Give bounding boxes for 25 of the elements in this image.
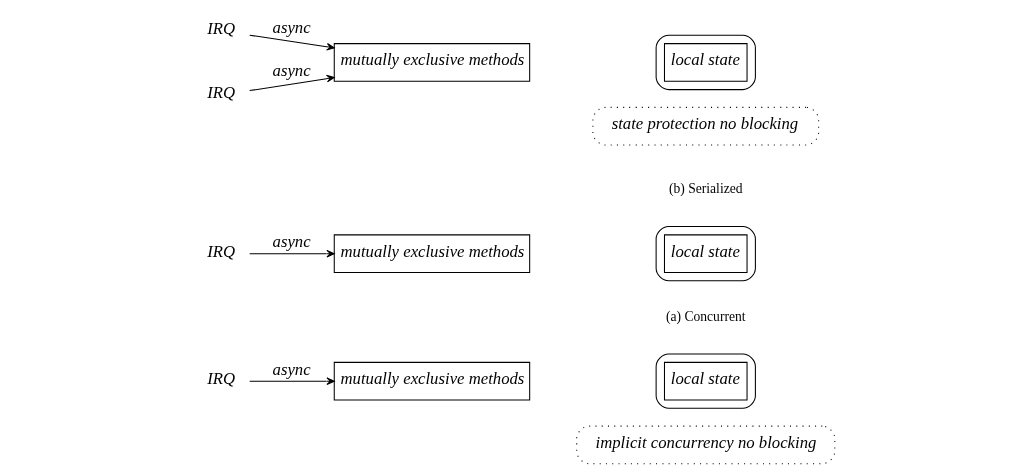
node-text: IRQ [207,19,236,39]
edge-label: async [272,60,311,80]
edge-label: async [272,17,311,37]
node-text: IRQ [207,369,236,389]
node-box: mutually exclusive methods [333,361,531,401]
node-box: mutually exclusive methods [333,43,531,82]
node-box: mutually exclusive methods [333,234,531,273]
edge-label: async [272,359,311,379]
arrow [249,249,335,258]
edge-label: async [272,232,311,252]
node-box: state protection no blocking [592,106,820,146]
cluster [655,34,756,91]
arrow [249,34,335,51]
label: (b) Serialized [669,181,743,197]
label: (a) Concurrent [665,308,746,324]
arrow [249,74,335,92]
cluster [655,353,756,409]
cluster [655,225,756,282]
node-box: local state [663,234,748,273]
node-box: local state [663,43,748,82]
node-text: IRQ [207,82,236,102]
node-box: local state [663,361,748,401]
arrow [249,377,335,385]
node-box: implicit concurrency no blocking [576,425,836,465]
node-text: IRQ [207,241,236,261]
